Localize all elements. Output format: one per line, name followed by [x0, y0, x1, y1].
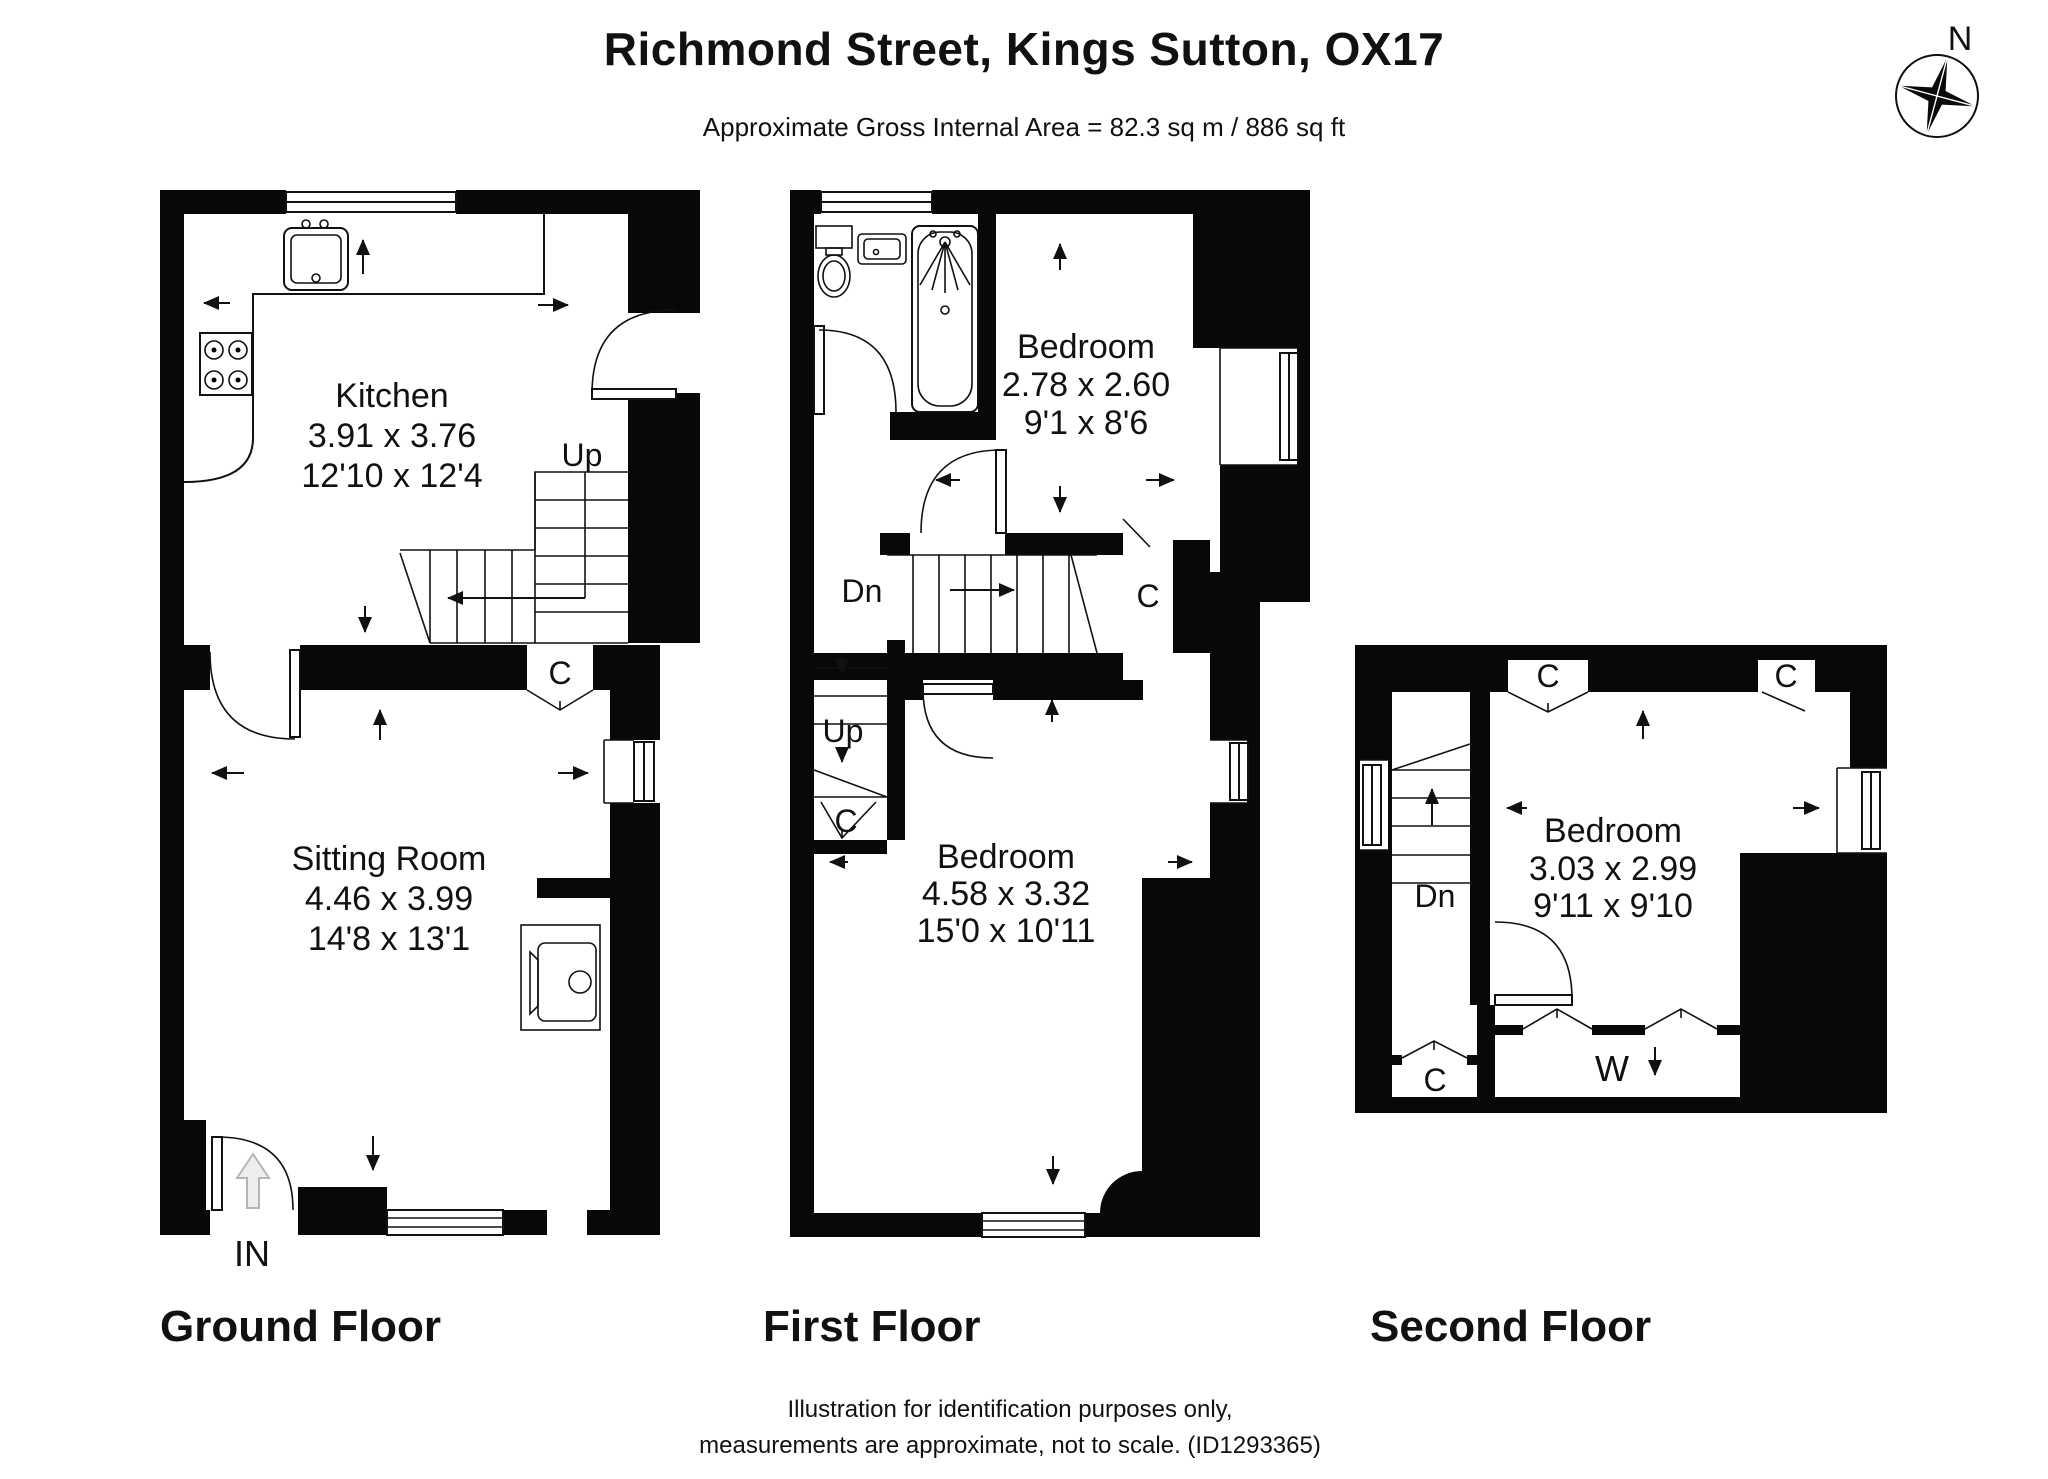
direction-arrows [203, 239, 589, 1171]
svg-text:4.58 x 3.32: 4.58 x 3.32 [922, 875, 1090, 913]
fireplace [520, 924, 601, 1031]
kitchen-sitting-door [209, 649, 301, 740]
first-floor-plan: Dn Up C C [790, 190, 1310, 1238]
svg-text:3.91 x 3.76: 3.91 x 3.76 [308, 417, 476, 455]
closet-label-2: C [834, 803, 857, 839]
svg-text:Sitting Room: Sitting Room [292, 840, 487, 878]
disclaimer-line1: Illustration for identification purposes… [787, 1396, 1233, 1423]
svg-text:14'8 x 13'1: 14'8 x 13'1 [308, 920, 470, 958]
stairs-down [1391, 743, 1471, 884]
svg-text:4.46 x 3.99: 4.46 x 3.99 [305, 880, 473, 918]
stairs-up-label: Up [823, 713, 864, 749]
first-floor-walls [790, 190, 1310, 1237]
second-floor-walls [1355, 645, 1887, 1113]
closet-door [526, 689, 594, 711]
second-floor-label: Second Floor [1370, 1302, 1652, 1351]
bathroom-window [820, 190, 933, 214]
stairs-down [887, 554, 1098, 654]
stairs-up [399, 471, 628, 644]
toilet [815, 225, 853, 298]
sitting-room-label: Sitting Room 4.46 x 3.99 14'8 x 13'1 [292, 840, 487, 958]
svg-text:Kitchen: Kitchen [335, 377, 448, 415]
bedroom-window [1836, 767, 1887, 854]
bedroom2-side-window [1210, 739, 1249, 804]
hob [199, 332, 253, 396]
bedroom-door [1494, 921, 1573, 1006]
entrance-arrow [235, 1152, 271, 1209]
entrance-label: IN [234, 1233, 270, 1274]
kitchen-sink [283, 219, 349, 291]
closet-door-3 [1401, 1040, 1468, 1059]
second-floor-plan: Dn C C C W [1355, 645, 1887, 1113]
closet-label-3: C [1423, 1062, 1446, 1098]
svg-text:Bedroom: Bedroom [1544, 812, 1682, 850]
kitchen-label: Kitchen 3.91 x 3.76 12'10 x 12'4 [301, 377, 482, 495]
svg-text:2.78 x 2.60: 2.78 x 2.60 [1002, 366, 1170, 404]
compass-circle [1895, 54, 1979, 138]
closet-door [1507, 691, 1589, 713]
svg-text:3.03 x 2.99: 3.03 x 2.99 [1529, 850, 1697, 888]
disclaimer-line2: measurements are approximate, not to sca… [699, 1432, 1321, 1459]
ground-floor-label: Ground Floor [160, 1302, 442, 1351]
page-title: Richmond Street, Kings Sutton, OX17 [603, 23, 1445, 75]
closet-door-2 [1761, 691, 1806, 712]
direction-arrows [1506, 710, 1820, 815]
stairs-down-label: Dn [1415, 878, 1456, 914]
first-floor-label: First Floor [763, 1302, 981, 1351]
bathtub [911, 225, 979, 413]
svg-text:9'1 x 8'6: 9'1 x 8'6 [1024, 404, 1149, 442]
basin [857, 233, 907, 265]
disclaimer: Illustration for identification purposes… [0, 1392, 2020, 1464]
stairs-up [813, 654, 888, 798]
bedroom2-label: Bedroom 4.58 x 3.32 15'0 x 10'11 [917, 838, 1096, 950]
compass-north-label: N [1948, 20, 1973, 58]
ground-floor-walls [160, 190, 700, 1235]
entrance-door [211, 1136, 294, 1211]
svg-text:15'0 x 10'11: 15'0 x 10'11 [917, 912, 1096, 950]
bedroom3-label: Bedroom 3.03 x 2.99 9'11 x 9'10 [1529, 812, 1697, 925]
svg-text:Bedroom: Bedroom [1017, 328, 1155, 366]
compass-rose: N [1895, 20, 1979, 138]
svg-text:9'11 x 9'10: 9'11 x 9'10 [1533, 887, 1693, 925]
stairs-down-label: Dn [842, 573, 883, 609]
compass-star [1898, 57, 1976, 135]
page-subtitle: Approximate Gross Internal Area = 82.3 s… [702, 112, 1346, 142]
ground-floor-plan: Up C [160, 190, 700, 1274]
closet-door [1122, 518, 1151, 548]
closet-label: C [1536, 658, 1559, 694]
bedroom2-bottom-window [981, 1212, 1086, 1238]
closet-label-2: C [1774, 658, 1797, 694]
landing-window [1360, 759, 1388, 851]
sitting-room-bottom-window [386, 1209, 504, 1236]
svg-text:Bedroom: Bedroom [937, 838, 1075, 876]
stairs-up-label: Up [562, 437, 603, 473]
bedroom2-door [922, 683, 994, 759]
closet-label: C [548, 655, 571, 691]
bedroom1-door [920, 449, 1007, 534]
closet-door-2 [820, 801, 877, 840]
wardrobe-label: W [1595, 1048, 1629, 1089]
bedroom1-window [1219, 347, 1299, 466]
wardrobe-doors [1522, 1008, 1718, 1030]
sitting-room-side-window [603, 739, 660, 804]
closet-label: C [1136, 578, 1159, 614]
direction-arrows [829, 243, 1193, 1185]
bathroom-door [813, 325, 897, 415]
kitchen-door [591, 309, 677, 400]
bedroom1-label: Bedroom 2.78 x 2.60 9'1 x 8'6 [1002, 328, 1170, 442]
svg-text:12'10 x 12'4: 12'10 x 12'4 [301, 457, 482, 495]
kitchen-window [285, 190, 457, 214]
